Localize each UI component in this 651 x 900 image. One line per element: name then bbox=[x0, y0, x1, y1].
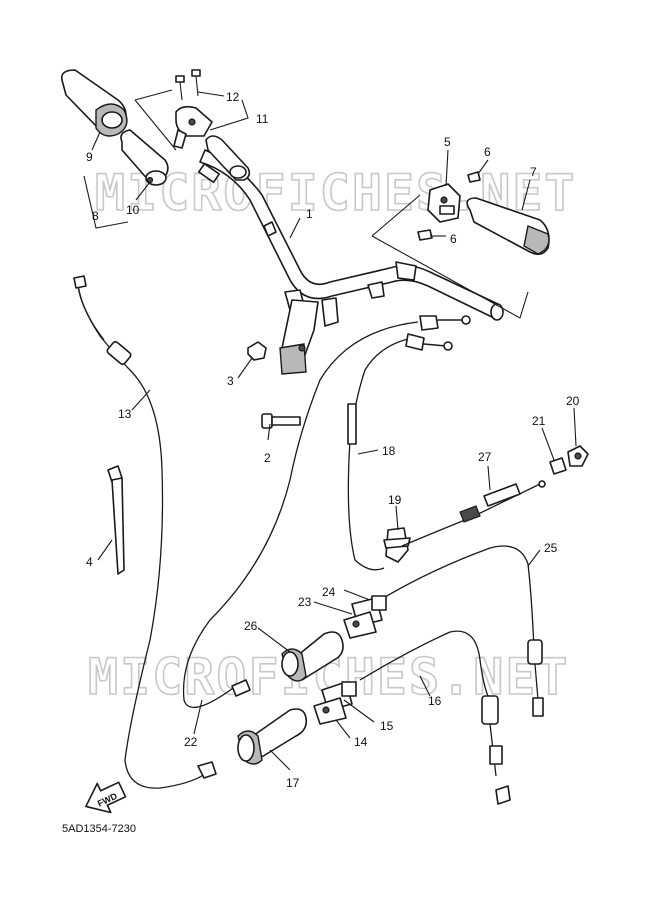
callout-24: 24 bbox=[322, 585, 336, 599]
callout-12: 12 bbox=[226, 90, 240, 104]
nut-part-3 bbox=[247, 341, 267, 361]
callout-25: 25 bbox=[544, 541, 558, 555]
handlebar-holder bbox=[279, 289, 339, 375]
callout-17: 17 bbox=[286, 776, 300, 790]
diagram-code: 5AD1354-7230 bbox=[62, 823, 136, 835]
cable-part-25 bbox=[379, 545, 544, 717]
cable-part-27 bbox=[401, 480, 546, 547]
callout-16: 16 bbox=[428, 694, 442, 708]
callout-23: 23 bbox=[298, 595, 312, 609]
callout-11: 11 bbox=[256, 112, 269, 126]
cable-part-16 bbox=[359, 630, 511, 805]
callout-4: 4 bbox=[86, 555, 93, 569]
callout-6-top: 6 bbox=[484, 145, 491, 159]
callout-27: 27 bbox=[478, 450, 492, 464]
callout-21: 21 bbox=[532, 414, 546, 428]
switch-part-23 bbox=[343, 611, 377, 639]
callout-8: 8 bbox=[92, 209, 99, 223]
callout-14: 14 bbox=[354, 735, 368, 749]
fwd-arrow: FWD bbox=[85, 781, 127, 814]
callout-20: 20 bbox=[566, 394, 580, 408]
part-20 bbox=[567, 445, 589, 467]
callout-18: 18 bbox=[382, 444, 396, 458]
screws-part-12 bbox=[175, 69, 201, 101]
callout-6-bottom: 6 bbox=[450, 232, 457, 246]
grip-part-9 bbox=[60, 69, 128, 137]
callout-7: 7 bbox=[530, 165, 537, 179]
grip-part-26 bbox=[281, 631, 344, 682]
callout-3: 3 bbox=[227, 374, 234, 388]
bolt-part-2 bbox=[261, 413, 301, 429]
cable-part-13 bbox=[73, 275, 217, 789]
grip-part-17 bbox=[237, 708, 308, 765]
grip-part-7 bbox=[466, 197, 550, 256]
callout-1: 1 bbox=[306, 207, 313, 221]
callout-5: 5 bbox=[444, 135, 451, 149]
cable-tie-part-4 bbox=[107, 465, 125, 575]
cable-part-18 bbox=[347, 333, 453, 571]
callout-26: 26 bbox=[244, 619, 258, 633]
callout-19: 19 bbox=[388, 493, 402, 507]
callout-2: 2 bbox=[264, 451, 271, 465]
cable-part-22 bbox=[182, 315, 471, 708]
callout-9: 9 bbox=[86, 150, 93, 164]
screw-part-6 bbox=[417, 171, 481, 241]
handlebar bbox=[197, 149, 504, 321]
part-21 bbox=[549, 457, 567, 475]
callout-22: 22 bbox=[184, 735, 198, 749]
switch-part-14 bbox=[313, 697, 347, 725]
throttle-grip-part-10 bbox=[120, 129, 169, 186]
callout-10: 10 bbox=[126, 203, 140, 217]
switch-housing-part-5 bbox=[427, 183, 461, 223]
callout-15: 15 bbox=[380, 719, 394, 733]
callout-13: 13 bbox=[118, 407, 132, 421]
throttle-housing-part-11 bbox=[173, 105, 251, 181]
bracket-part-19 bbox=[383, 527, 411, 563]
